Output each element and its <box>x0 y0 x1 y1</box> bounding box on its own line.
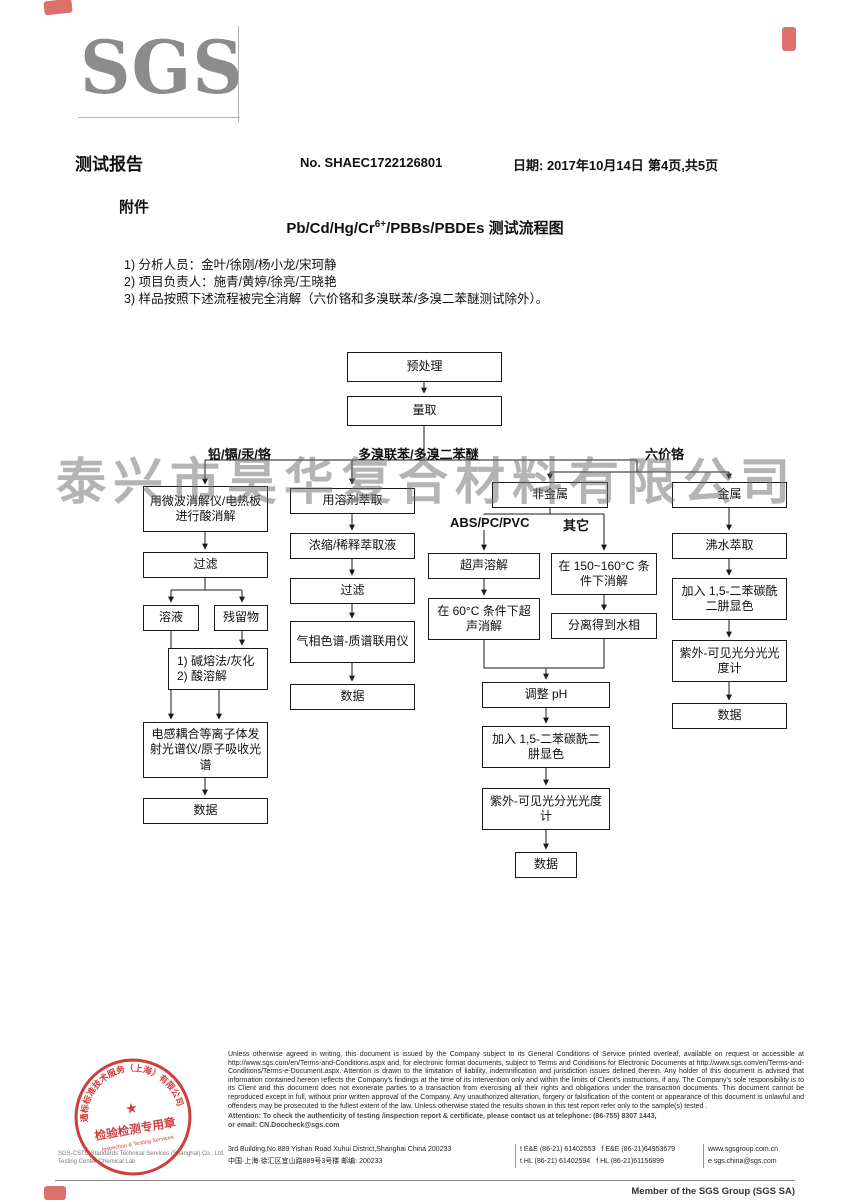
flow-node-data-4: 数据 <box>672 703 787 729</box>
report-title: 测试报告 <box>75 155 143 174</box>
disclaimer-block: Unless otherwise agreed in writing, this… <box>228 1051 804 1130</box>
phone-row-1: t E&E (86-21) 61402553 f E&E (86-21)64953… <box>515 1144 703 1156</box>
page-indicator: 第4页,共5页 <box>648 158 719 173</box>
tel-hl: t HL (86-21) 61402594 <box>520 1158 591 1165</box>
email: e sgs.china@sgs.com <box>703 1156 798 1168</box>
attention-line-2: or email: CN.Doccheck@sgs.com <box>228 1121 340 1129</box>
phone-row-2: t HL (86-21) 61402594 f HL (86-21)6115689… <box>515 1156 703 1168</box>
flow-node-filter-1: 过滤 <box>143 552 268 578</box>
alkali-line-2: 2) 酸溶解 <box>177 669 228 683</box>
flow-node-chromogenic-1: 加入 1,5-二苯碳酰二肼显色 <box>482 726 610 768</box>
attachment-label: 附件 <box>119 199 150 216</box>
branch-label-pb-cd-hg-cr: 铅/镉/汞/铬 <box>208 447 271 462</box>
flow-node-separate-aqueous: 分离得到水相 <box>551 613 657 639</box>
flow-title-rest: /PBBs/PBDEs 测试流程图 <box>386 220 564 237</box>
tel-ee: t E&E (86-21) 61402553 <box>520 1146 596 1153</box>
note-project-leaders: 2) 项目负责人：施青/黄婷/徐亮/王晓艳 <box>124 275 337 289</box>
stamp-outer-ring <box>74 1058 192 1176</box>
flow-node-uv-vis-2: 紫外-可见光分光光度计 <box>672 640 787 682</box>
flowchart-title: Pb/Cd/Hg/Cr6+/PBBs/PBDEs 测试流程图 <box>0 217 850 238</box>
flow-node-gcms: 气相色谱-质谱联用仪 <box>290 621 415 663</box>
flow-title-main: Pb/Cd/Hg/Cr <box>286 220 375 237</box>
label-abs-pc-pvc: ABS/PC/PVC <box>447 515 533 530</box>
flow-node-icp-aas: 电感耦合等离子体发射光谱仪/原子吸收光谱 <box>143 722 268 778</box>
address-chinese: 中国·上海·徐汇区宜山路889号3号楼 邮编: 200233 <box>228 1158 383 1165</box>
flow-node-data-2: 数据 <box>290 684 415 710</box>
flow-node-data-1: 数据 <box>143 798 268 824</box>
flow-node-solvent-extraction: 用溶剂萃取 <box>290 488 415 514</box>
flow-node-boiling-water-extraction: 沸水萃取 <box>672 533 787 559</box>
flow-node-nonmetal: 非金属 <box>492 482 608 508</box>
flow-node-measure: 量取 <box>347 396 502 426</box>
flow-node-acid-digestion: 用微波消解仪/电热板进行酸消解 <box>143 486 268 532</box>
flow-node-adjust-ph: 调整 pH <box>482 682 610 708</box>
logo-horizontal-line <box>78 117 240 118</box>
branch-label-cr6: 六价铬 <box>645 447 685 462</box>
flow-node-filter-2: 过滤 <box>290 578 415 604</box>
flow-node-alkali-fusion: 1) 碱熔法/灰化 2) 酸溶解 <box>168 648 268 690</box>
report-number: No. SHAEC1722126801 <box>300 155 443 170</box>
flow-title-superscript: 6+ <box>374 219 387 230</box>
label-other: 其它 <box>560 515 593 534</box>
sgs-logo: SGS <box>80 23 244 112</box>
website: www.sgsgroup.com.cn <box>703 1144 798 1156</box>
flow-node-ultrasonic-60c: 在 60°C 条件下超声消解 <box>428 598 540 640</box>
flow-node-digest-150-160c: 在 150~160°C 条件下消解 <box>551 553 657 595</box>
red-seal-mark-bottom-left <box>44 1186 66 1200</box>
fax-ee: f E&E (86-21)64953679 <box>601 1146 676 1153</box>
sgs-member-line: Member of the SGS Group (SGS SA) <box>631 1186 795 1197</box>
flow-node-chromogenic-2: 加入 1,5-二苯碳酰二肼显色 <box>672 578 787 620</box>
flow-node-pretreatment: 预处理 <box>347 352 502 382</box>
address-english: 3rd Building,No.889 Yishan Road Xuhui Di… <box>228 1146 452 1153</box>
attention-line-1: Attention: To check the authenticity of … <box>228 1113 657 1121</box>
alkali-line-1: 1) 碱熔法/灰化 <box>177 653 255 668</box>
notes-block: 1) 分析人员：金叶/徐刚/杨小龙/宋珂静 2) 项目负责人：施青/黄婷/徐亮/… <box>124 257 548 308</box>
disclaimer-text: Unless otherwise agreed in writing, this… <box>228 1051 804 1110</box>
flow-node-metal: 金属 <box>672 482 787 508</box>
note-sample-digestion: 3) 样品按照下述流程被完全消解（六价铬和多溴联苯/多溴二苯醚测试除外）。 <box>124 292 549 306</box>
flow-node-uv-vis-1: 紫外-可见光分光光度计 <box>482 788 610 830</box>
flow-node-solution: 溶液 <box>143 605 199 631</box>
flow-node-concentrate: 浓缩/稀释萃取液 <box>290 533 415 559</box>
branch-label-pbb-pbde: 多溴联苯/多溴二苯醚 <box>358 447 479 462</box>
footer-divider <box>55 1180 795 1181</box>
address-block: 3rd Building,No.889 Yishan Road Xuhui Di… <box>228 1144 806 1168</box>
stamp-star-icon: ★ <box>124 1100 139 1118</box>
company-name-line: SGS-CSTC Standards Technical Services (S… <box>58 1151 225 1157</box>
flow-node-residue: 残留物 <box>214 605 268 631</box>
fax-hl: f HL (86-21)61156899 <box>596 1158 664 1165</box>
note-analysts: 1) 分析人员：金叶/徐刚/杨小龙/宋珂静 <box>124 258 337 272</box>
logo-vertical-line <box>238 26 239 122</box>
flow-connector-lines <box>168 382 732 850</box>
report-date: 日期: 2017年10月14日 <box>513 158 644 173</box>
flow-node-ultrasonic-dissolve: 超声溶解 <box>428 553 540 579</box>
flow-node-data-3: 数据 <box>515 852 577 878</box>
inspection-stamp: 通标标准技术服务（上海）有限公司 ★ 检验检测专用章 Inspection & … <box>71 1054 192 1176</box>
red-seal-mark-top-right <box>782 27 796 51</box>
